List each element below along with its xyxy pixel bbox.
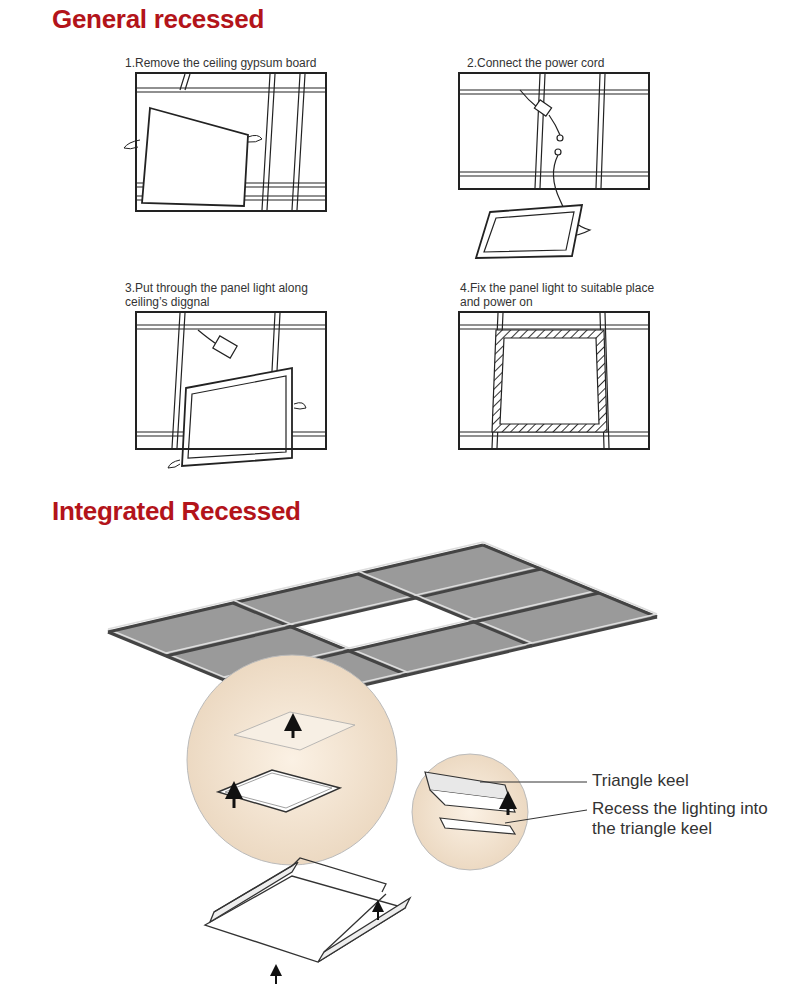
section-heading: General recessed [52, 4, 264, 35]
step-caption: 2.Connect the power cord [467, 56, 667, 70]
part-label: Recess the lighting into the triangle ke… [592, 799, 782, 839]
step-panel: 3.Put through the panel light along ceil… [135, 311, 327, 450]
step-caption: 4.Fix the panel light to suitable place … [460, 281, 675, 309]
step-panel: 2.Connect the power cord [458, 72, 650, 190]
step-panel: 1.Remove the ceiling gypsum board [135, 72, 327, 212]
step-caption: 1.Remove the ceiling gypsum board [125, 56, 345, 70]
step-panel: 4.Fix the panel light to suitable place … [458, 311, 650, 450]
part-label: Triangle keel [592, 771, 782, 791]
step-caption: 3.Put through the panel light along ceil… [125, 281, 330, 309]
section-heading: Integrated Recessed [52, 496, 301, 527]
